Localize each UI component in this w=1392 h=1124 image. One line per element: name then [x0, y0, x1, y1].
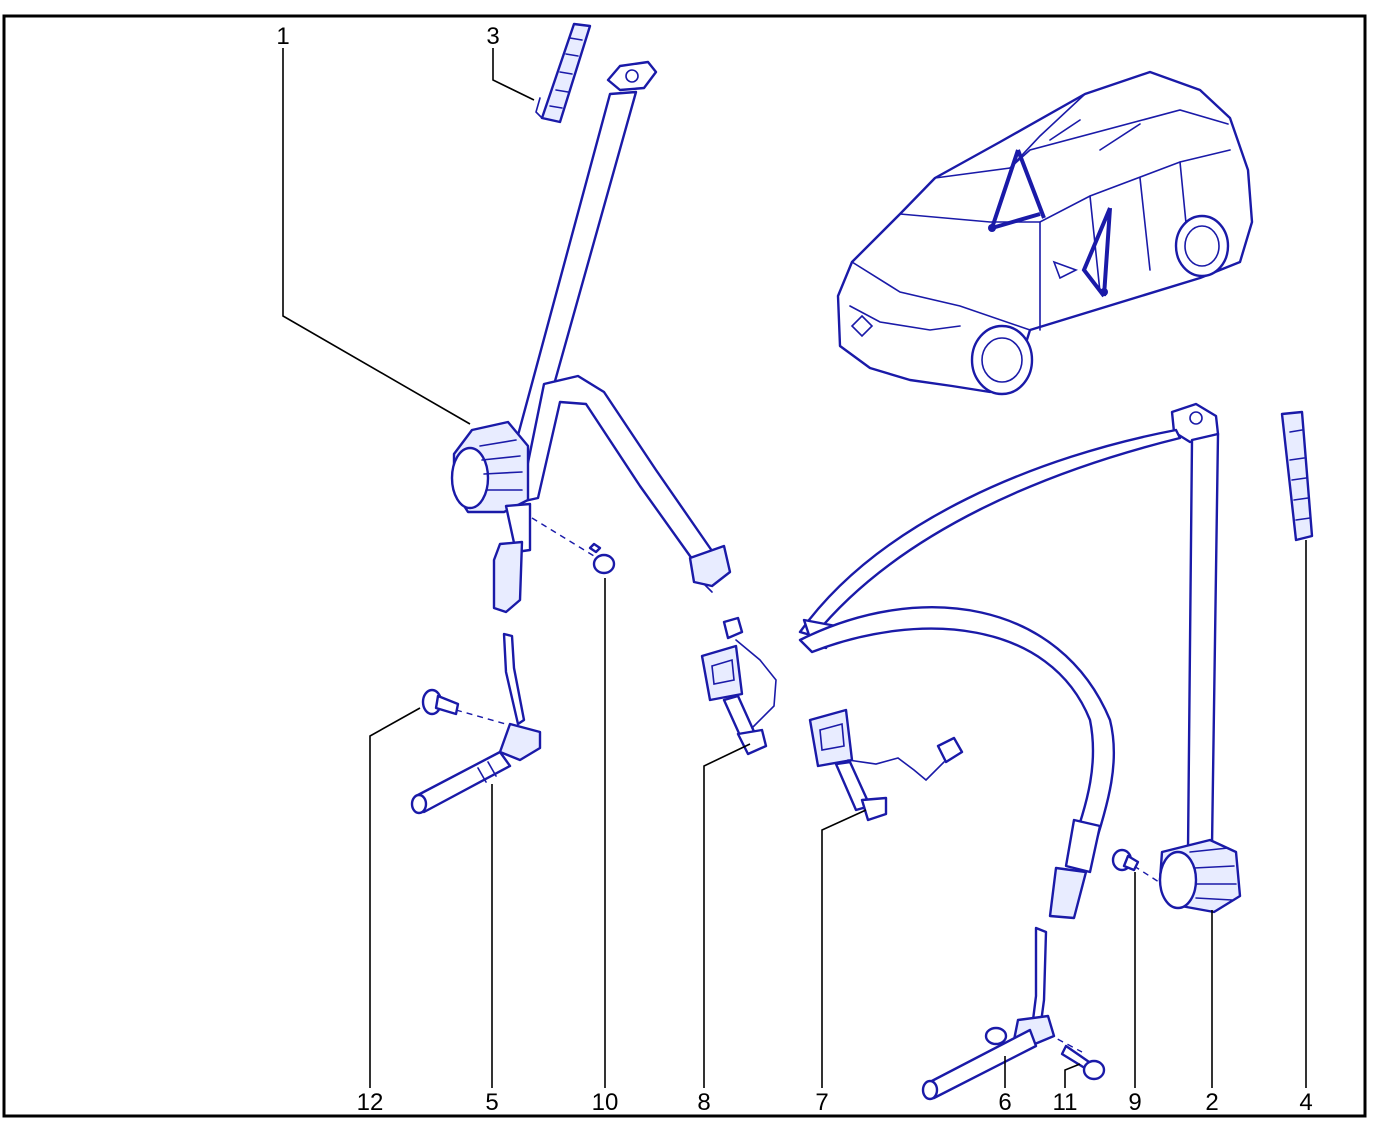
callout-4: 4 [1299, 1089, 1312, 1116]
callout-9: 9 [1128, 1089, 1141, 1116]
front-right-belt-assembly [798, 402, 1242, 920]
callout-5: 5 [485, 1089, 498, 1116]
leader-7 [821, 809, 867, 1088]
bolt-9 [1111, 848, 1140, 872]
leader-12 [369, 707, 421, 1088]
height-adjuster-right [1280, 410, 1314, 542]
buckle-rail-left [410, 632, 542, 815]
vehicle-illustration [836, 70, 1254, 396]
diagram-frame [2, 14, 1367, 1118]
bolt-11 [1060, 1044, 1106, 1081]
callout-7: 7 [815, 1089, 828, 1116]
callout-1: 1 [276, 23, 289, 50]
bolt-12 [421, 688, 460, 716]
front-left-belt-assembly [450, 60, 732, 614]
leader-11 [1064, 1063, 1081, 1088]
leader-1 [282, 48, 471, 425]
buckle-7 [808, 708, 964, 822]
dash-1-10 [531, 517, 595, 557]
callout-6: 6 [998, 1089, 1011, 1116]
buckle-8 [700, 616, 777, 756]
callout-2: 2 [1205, 1089, 1218, 1116]
callout-10: 10 [592, 1089, 619, 1116]
buckle-rail-right [921, 926, 1056, 1101]
bolt-10 [588, 542, 616, 575]
callout-3: 3 [486, 23, 499, 50]
dash-9-2 [1133, 865, 1163, 885]
leader-3 [492, 48, 535, 101]
height-adjuster-left [535, 22, 592, 124]
callout-11: 11 [1053, 1089, 1078, 1116]
leader-8 [703, 743, 751, 1088]
callout-8: 8 [697, 1089, 710, 1116]
callout-12: 12 [357, 1089, 384, 1116]
